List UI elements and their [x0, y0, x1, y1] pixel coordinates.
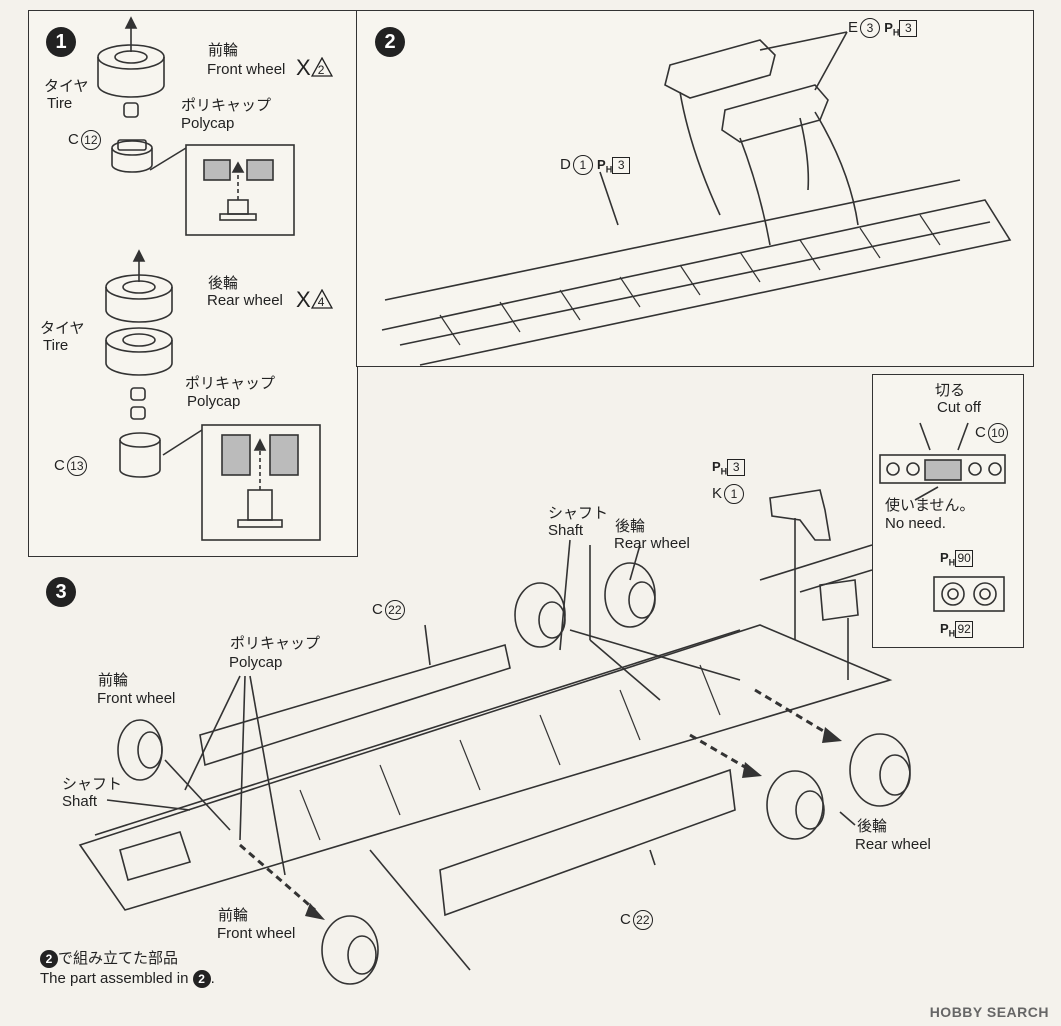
- tire2-label-en: Tire: [43, 337, 69, 354]
- front-wheel-label-jp: 前輪: [208, 42, 239, 59]
- polycap-label-jp: ポリキャップ: [181, 97, 272, 114]
- tire2-label-jp: タイヤ: [40, 320, 85, 337]
- shaft2-label-jp: シャフト: [62, 776, 123, 793]
- polycap2-label-jp: ポリキャップ: [185, 375, 276, 392]
- ph-mark: PH: [597, 156, 613, 175]
- cut-off-label-jp: 切る: [935, 382, 966, 399]
- rear-wheel-label-en: Rear wheel: [207, 292, 283, 309]
- front-wheel2-label-en: Front wheel: [217, 925, 296, 942]
- rear-wheel2-label-jp: 後輪: [857, 818, 888, 835]
- shaft-label-en: Shaft: [548, 522, 584, 539]
- front-wheel2-label-jp: 前輪: [218, 907, 249, 924]
- step-3-badge: 3: [46, 577, 76, 607]
- quantity-triangle: 2: [310, 55, 333, 77]
- no-need-label-en: No need.: [885, 515, 946, 532]
- front-wheel-label-jp: 前輪: [98, 672, 129, 689]
- x-mark: X: [296, 55, 311, 80]
- rear-wheel-label-jp: 後輪: [615, 518, 646, 535]
- rear-wheel2-label-en: Rear wheel: [855, 836, 931, 853]
- polycap2-label-en: Polycap: [187, 393, 241, 410]
- step-2-badge: 2: [375, 27, 405, 57]
- quantity-triangle: 4: [310, 287, 333, 309]
- rear-wheel-label-en: Rear wheel: [614, 535, 690, 552]
- watermark: HOBBY SEARCH: [929, 1004, 1049, 1020]
- step-1-badge: 1: [46, 27, 76, 57]
- tire-label-en: Tire: [47, 95, 73, 112]
- assembled-note-en: The part assembled in 2.: [40, 970, 215, 989]
- ph-mark: PH: [884, 19, 900, 38]
- polycap-label-jp: ポリキャップ: [230, 635, 321, 652]
- tire-label-jp: タイヤ: [44, 78, 89, 95]
- polycap-label-en: Polycap: [229, 654, 283, 671]
- front-wheel-label-en: Front wheel: [97, 690, 176, 707]
- shaft-label-jp: シャフト: [548, 505, 609, 522]
- front-wheel-label-en: Front wheel: [207, 61, 286, 78]
- rear-wheel-label-jp: 後輪: [208, 275, 239, 292]
- no-need-label-jp: 使いません。: [885, 497, 975, 514]
- cut-off-label-en: Cut off: [937, 399, 981, 416]
- x-mark: X: [296, 287, 311, 312]
- polycap-label-en: Polycap: [181, 115, 235, 132]
- shaft2-label-en: Shaft: [62, 793, 98, 810]
- inset-panel: [872, 374, 1024, 648]
